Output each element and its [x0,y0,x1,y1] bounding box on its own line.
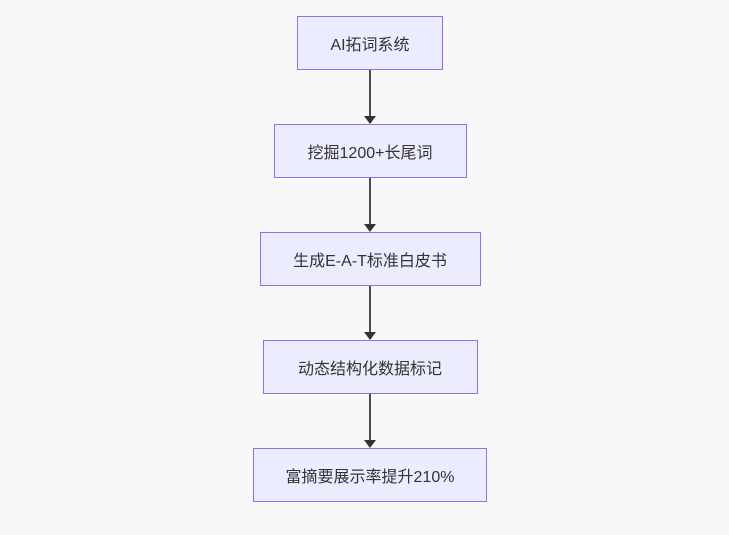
flow-node-2: 挖掘1200+长尾词 [273,124,467,178]
arrow-line [369,286,371,332]
flow-node-4: 动态结构化数据标记 [262,340,478,394]
arrow-line [369,394,371,440]
flow-node-1: AI拓词系统 [297,16,443,70]
flow-node-3: 生成E-A-T标准白皮书 [259,232,481,286]
arrowhead-icon [364,224,376,232]
flowchart-column: AI拓词系统 挖掘1200+长尾词 生成E-A-T标准白皮书 动态结构化数据标记… [253,16,487,502]
arrow-line [369,178,371,224]
arrowhead-icon [364,332,376,340]
arrow-down-3 [364,286,376,340]
flow-node-5: 富摘要展示率提升210% [253,448,487,502]
arrowhead-icon [364,440,376,448]
arrowhead-icon [364,116,376,124]
arrow-down-1 [364,70,376,124]
arrow-line [369,70,371,116]
arrow-down-4 [364,394,376,448]
arrow-down-2 [364,178,376,232]
